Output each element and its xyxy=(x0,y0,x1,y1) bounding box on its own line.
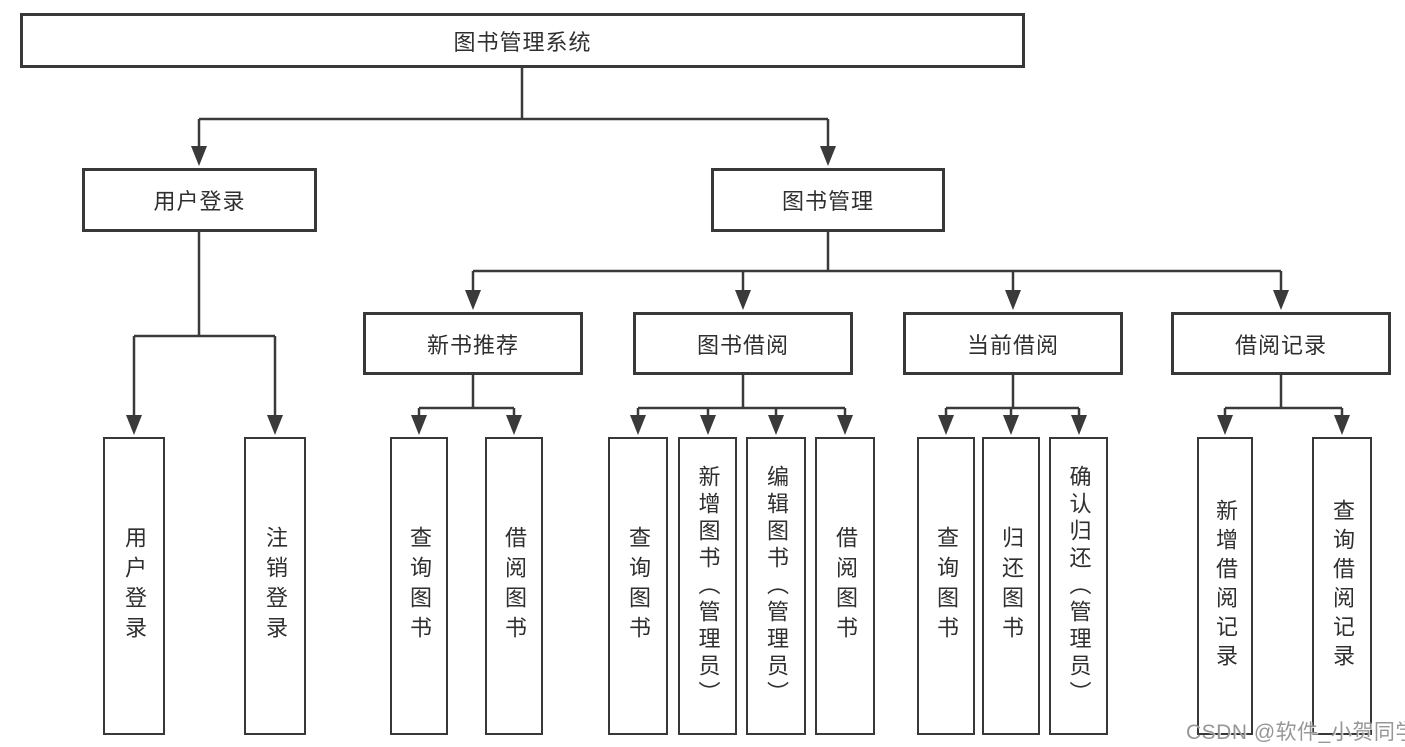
node-new-book-recommend: 新书推荐 xyxy=(363,312,583,375)
leaf-cb-query-books-label: 查询图书 xyxy=(934,526,959,646)
leaf-bb-add-books-admin: 新增图书（管理员） xyxy=(678,437,737,735)
leaf-cb-confirm-return-admin: 确认归还（管理员） xyxy=(1049,437,1108,735)
connector-bookborrow-to-leaves xyxy=(630,375,853,435)
csdn-watermark: CSDN @软件_小贺同学 xyxy=(1186,721,1405,744)
node-book-management: 图书管理 xyxy=(711,168,945,232)
leaf-br-add-record-label: 新增借阅记录 xyxy=(1213,499,1238,673)
leaf-logout-label: 注销登录 xyxy=(263,526,288,646)
node-book-borrow: 图书借阅 xyxy=(633,312,853,375)
connector-bookmgmt-to-level3 xyxy=(465,232,1289,310)
arrowhead xyxy=(630,415,646,435)
arrowhead xyxy=(267,415,283,435)
leaf-cb-return-books: 归还图书 xyxy=(982,437,1040,735)
arrowhead xyxy=(1071,415,1087,435)
arrowhead xyxy=(506,415,522,435)
node-borrow-records-label: 借阅记录 xyxy=(1234,332,1327,358)
arrowhead xyxy=(735,290,751,310)
node-user-login: 用户登录 xyxy=(82,168,317,232)
node-new-book-recommend-label: 新书推荐 xyxy=(426,332,519,358)
node-user-login-label: 用户登录 xyxy=(153,189,246,214)
arrowhead xyxy=(1334,415,1350,435)
leaf-br-query-record: 查询借阅记录 xyxy=(1312,437,1372,735)
arrowhead xyxy=(465,290,481,310)
leaf-cb-query-books: 查询图书 xyxy=(917,437,975,735)
leaf-nbr-borrow-books-label: 借阅图书 xyxy=(502,526,527,646)
arrowhead xyxy=(1005,290,1021,310)
node-root-label: 图书管理系统 xyxy=(453,29,592,55)
node-current-borrow-label: 当前借阅 xyxy=(966,332,1059,358)
leaf-bb-add-books-admin-label: 新增图书（管理员） xyxy=(695,464,721,708)
connector-currentborrow-to-leaves xyxy=(938,375,1087,435)
arrowhead xyxy=(191,146,207,166)
arrowhead xyxy=(1273,290,1289,310)
node-book-management-label: 图书管理 xyxy=(781,189,874,214)
leaf-cb-confirm-return-admin-label: 确认归还（管理员） xyxy=(1066,464,1092,708)
connector-userlogin-to-leaves xyxy=(126,232,283,435)
leaf-user-login-label: 用户登录 xyxy=(122,526,147,646)
leaf-bb-query-books-label: 查询图书 xyxy=(626,526,651,646)
node-current-borrow: 当前借阅 xyxy=(903,312,1123,375)
leaf-bb-edit-books-admin-label: 编辑图书（管理员） xyxy=(764,464,789,708)
leaf-cb-return-books-label: 归还图书 xyxy=(999,526,1024,646)
leaf-nbr-borrow-books: 借阅图书 xyxy=(485,437,543,735)
leaf-br-add-record: 新增借阅记录 xyxy=(1197,437,1253,735)
leaf-user-login: 用户登录 xyxy=(103,437,165,735)
arrowhead xyxy=(411,415,427,435)
node-root: 图书管理系统 xyxy=(20,13,1025,68)
connector-borrowrecords-to-leaves xyxy=(1217,375,1350,435)
arrowhead xyxy=(820,146,836,166)
leaf-nbr-query-books-label: 查询图书 xyxy=(407,526,432,646)
connector-root-to-level2 xyxy=(191,68,836,166)
arrowhead xyxy=(768,415,784,435)
node-book-borrow-label: 图书借阅 xyxy=(696,332,789,358)
arrowhead xyxy=(837,415,853,435)
arrowhead xyxy=(700,415,716,435)
arrowhead xyxy=(126,415,142,435)
node-borrow-records: 借阅记录 xyxy=(1171,312,1391,375)
connector-newbook-to-leaves xyxy=(411,375,522,435)
arrowhead xyxy=(938,415,954,435)
leaf-bb-borrow-books-label: 借阅图书 xyxy=(833,526,858,646)
leaf-br-query-record-label: 查询借阅记录 xyxy=(1330,499,1355,673)
arrowhead xyxy=(1003,415,1019,435)
leaf-bb-edit-books-admin: 编辑图书（管理员） xyxy=(746,437,806,735)
leaf-bb-borrow-books: 借阅图书 xyxy=(815,437,875,735)
leaf-logout: 注销登录 xyxy=(244,437,306,735)
leaf-bb-query-books: 查询图书 xyxy=(608,437,668,735)
leaf-nbr-query-books: 查询图书 xyxy=(390,437,448,735)
arrowhead xyxy=(1217,415,1233,435)
